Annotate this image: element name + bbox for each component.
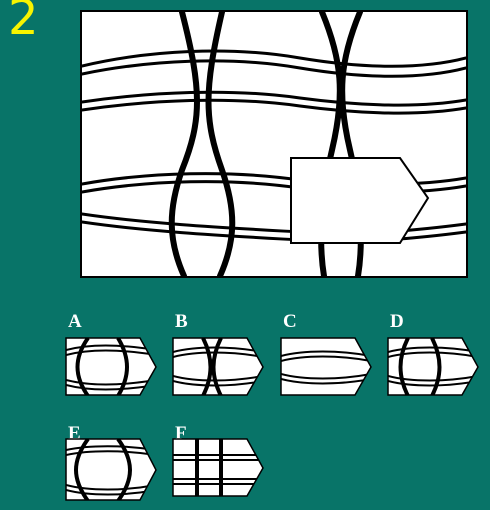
question-number: 2 — [8, 0, 39, 46]
option-f-label: F — [175, 423, 187, 444]
option-a-label: A — [68, 311, 82, 332]
option-d-piece[interactable] — [386, 336, 482, 398]
option-a-piece[interactable] — [64, 336, 160, 398]
option-b-piece[interactable] — [171, 336, 267, 398]
option-c-piece[interactable] — [279, 336, 375, 398]
missing-piece-blank — [290, 157, 430, 244]
option-b-label: B — [175, 311, 188, 332]
option-f-piece[interactable] — [171, 437, 267, 499]
option-c-label: C — [283, 311, 297, 332]
option-d-label: D — [390, 311, 404, 332]
option-e-piece[interactable] — [64, 437, 160, 503]
